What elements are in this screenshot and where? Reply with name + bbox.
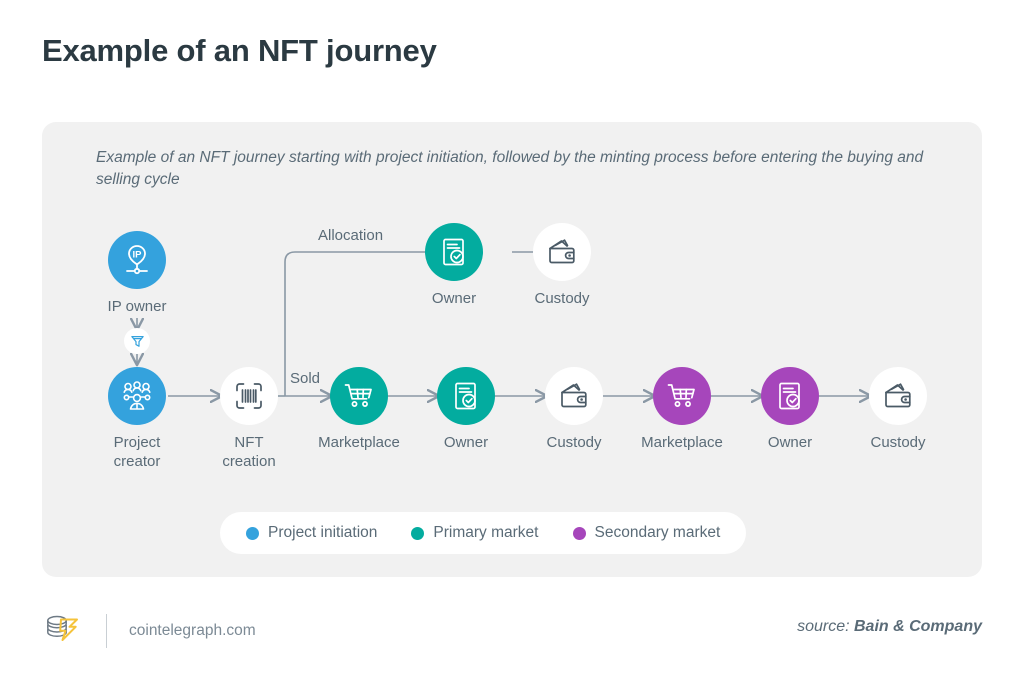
legend-dot-primary-market [411,526,425,540]
legend-label-secondary-market: Secondary market [594,524,721,541]
edge-label-allocation: Allocation [318,227,384,244]
shopping-cart-icon [330,367,388,425]
node-label-custody-2: Custody [870,434,926,451]
source-name: Bain & Company [853,618,982,635]
shopping-cart-icon [653,367,711,425]
legend: Project initiation Primary market Second… [220,512,747,554]
node-label-marketplace-2: Marketplace [641,434,723,451]
footer-site-label[interactable]: cointelegraph.com [129,621,256,639]
node-label-owner-1: Owner [443,434,489,451]
legend-dot-secondary-market [572,526,586,540]
node-owner-1[interactable]: Owner [406,367,526,453]
ip-pin-icon: IP [108,231,166,289]
node-project-creator[interactable]: Project creator [77,367,197,472]
legend-label-project-initiation: Project initiation [268,524,378,541]
certificate-icon [437,367,495,425]
node-marketplace-2[interactable]: Marketplace [622,367,742,453]
source-attribution: source: Bain & Company [797,618,982,636]
node-label-project-creator: Project creator [113,434,161,470]
node-funnel [77,328,197,354]
node-custody-2[interactable]: Custody [838,367,958,453]
node-label-nft-creation: NFT creation [222,434,276,470]
node-marketplace-1[interactable]: Marketplace [299,367,419,453]
legend-dot-project-initiation [246,526,259,540]
people-group-icon [108,367,166,425]
edge-label-sold: Sold [290,370,321,387]
barcode-scan-icon [220,367,278,425]
node-nft-creation[interactable]: NFT creation [189,367,309,472]
node-label-custody-top: Custody [534,290,590,307]
node-custody-1[interactable]: Custody [514,367,634,453]
diagram-canvas: Allocation Sold IP IP owner [42,122,982,577]
node-ip-owner[interactable]: IP IP owner [77,231,197,317]
page-title: Example of an NFT journey [42,33,437,68]
wallet-icon [545,367,603,425]
cointelegraph-logo-icon [42,610,82,651]
wallet-icon [533,223,591,281]
wallet-icon [869,367,927,425]
panel-subtitle: Example of an NFT journey starting with … [96,149,924,189]
footer: cointelegraph.com source: Bain & Company [42,604,982,664]
legend-item-project-initiation[interactable]: Project initiation [246,524,377,542]
source-prefix: source: [797,618,854,635]
node-label-owner-top: Owner [431,290,477,307]
node-label-ip-owner: IP owner [107,298,167,315]
brand[interactable]: cointelegraph.com [42,610,256,651]
footer-divider [106,613,107,648]
certificate-icon [425,223,483,281]
node-owner-top[interactable]: Owner [394,223,514,309]
node-owner-2[interactable]: Owner [730,367,850,453]
node-label-owner-2: Owner [767,434,813,451]
certificate-icon [761,367,819,425]
legend-item-primary-market[interactable]: Primary market [411,524,539,542]
node-custody-top[interactable]: Custody [502,223,622,309]
legend-item-secondary-market[interactable]: Secondary market [572,524,721,542]
node-label-custody-1: Custody [546,434,602,451]
svg-text:IP: IP [133,250,143,261]
diagram-panel: Example of an NFT journey starting with … [42,122,982,577]
node-label-marketplace-1: Marketplace [318,434,400,451]
funnel-icon [124,328,150,354]
legend-label-primary-market: Primary market [433,524,539,541]
